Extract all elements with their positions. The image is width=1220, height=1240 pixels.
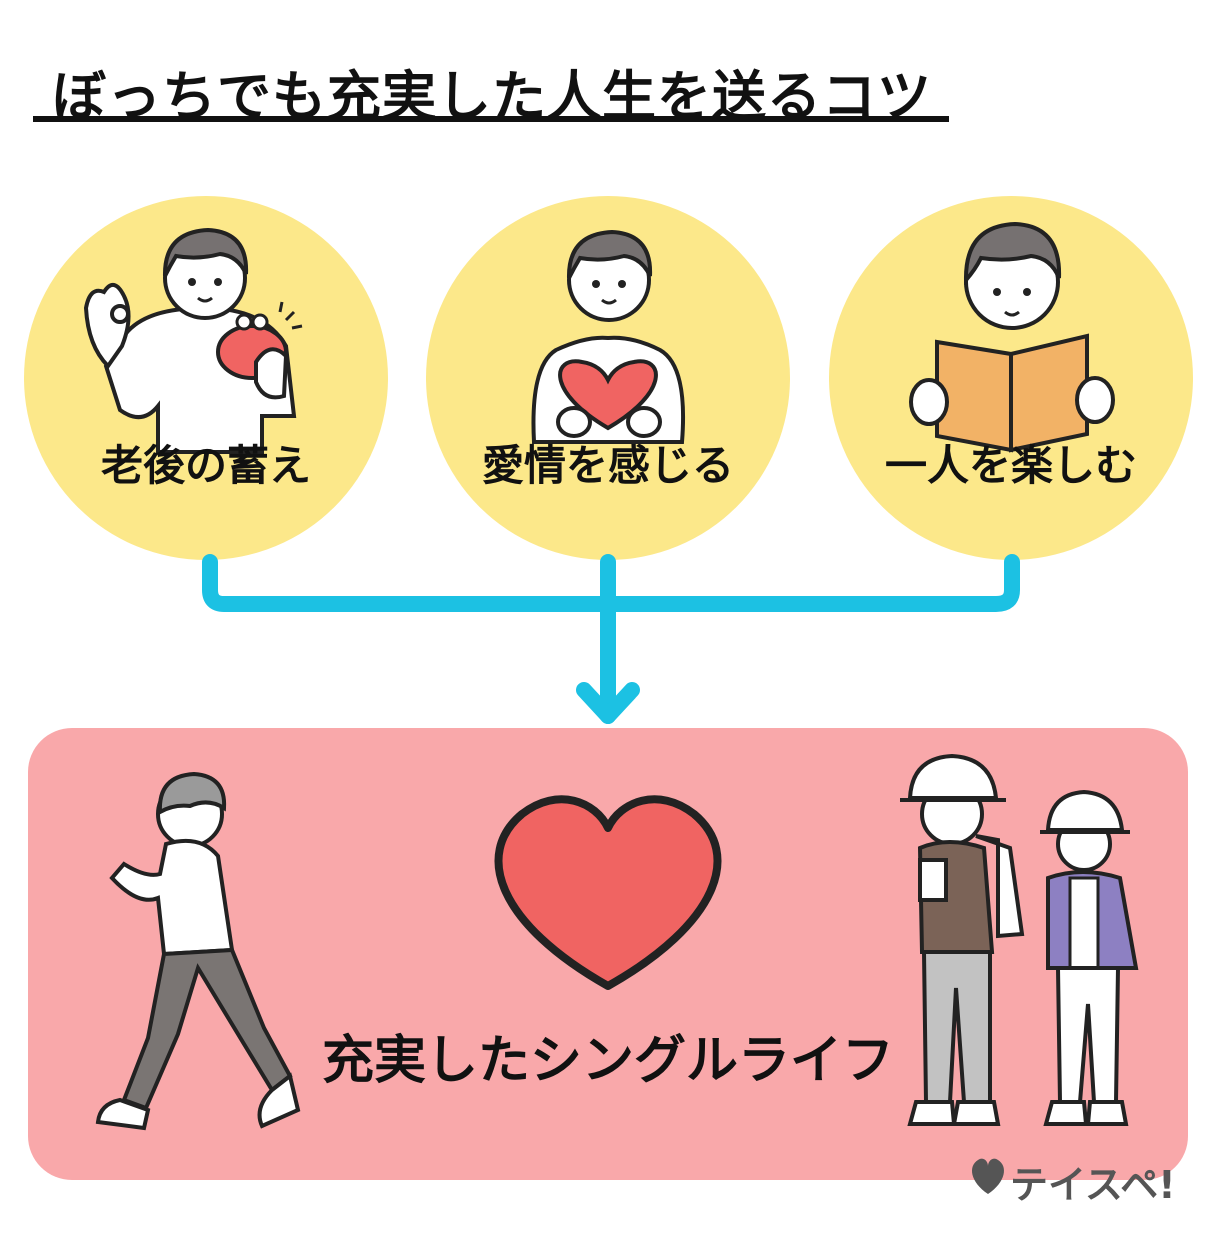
site-logo: テイスペ! [966,1150,1186,1210]
person-holding-heart-icon [531,229,686,444]
elderly-couple-icon [900,753,1139,1126]
tip-circle-solitude: 一人を楽しむ [829,196,1193,560]
logo-text: テイスペ! [1010,1163,1176,1207]
tip-circle-savings: 老後の蓄え [24,196,388,560]
walking-person-icon [95,771,301,1131]
logo-heart-icon [972,1158,1004,1194]
title-underline [33,116,949,122]
tip-label: 老後の蓄え [100,441,311,490]
person-reading-book-icon [909,221,1115,453]
heart-icon [494,795,722,990]
result-box: 充実したシングルライフ [28,728,1188,1180]
person-with-coin-purse-icon [83,227,303,454]
tip-circle-love: 愛情を感じる [426,196,790,560]
tip-label: 愛情を感じる [481,441,734,490]
tip-label: 一人を楽しむ [884,441,1137,490]
result-label: 充実したシングルライフ [321,1031,894,1091]
connector-arrow [202,554,1020,724]
